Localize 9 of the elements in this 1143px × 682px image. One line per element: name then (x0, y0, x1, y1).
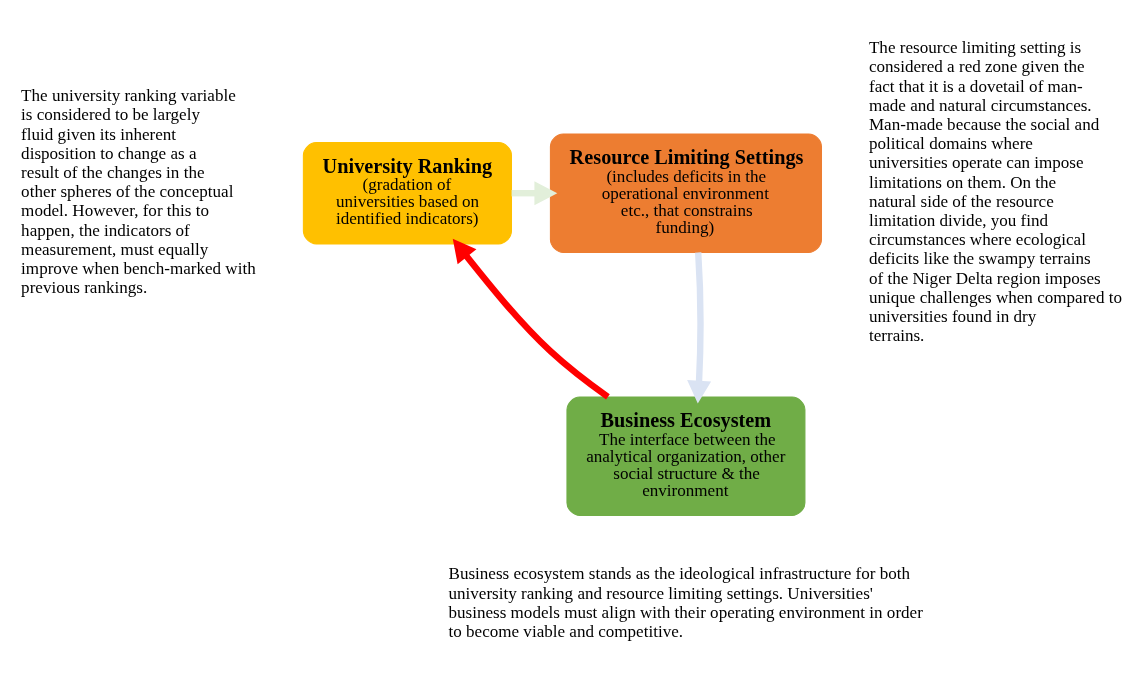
node-box: Business Ecosystem The interface between the analytical organization, other social structure & the environment (566, 396, 806, 516)
node-box: University Ranking (gradation of universities based on identified indicators) (302, 141, 512, 245)
node-label: The university ranking variable is considered to be largely fluid given its inherent disposition to change as a result of the changes in the other spheres of the conceptual model. However, for this to happen, the indicators of measurement, must equally improve when bench-marked with previous rankings. (21, 86, 256, 298)
arrow (511, 181, 558, 206)
node-box: Resource Limiting Settings (includes deficits in the operational environment etc., that constrains funding) (549, 133, 822, 253)
arrow (687, 252, 712, 404)
arrow (452, 238, 610, 400)
node-label: The resource limiting setting is considered a red zone given the fact that it is a dovetail of man-made and natural circumstances. Man-made because the social and political domains where universities operate can impose limitations on them. On the natural side of the resource limitation divide, you find circumstances where ecological deficits like the swampy terrains of the Niger Delta region imposes unique challenges when compared to universities found in dry terrains. (868, 38, 1122, 346)
node-label: Business ecosystem stands as the ideological infrastructure for both university ranking and resource limiting settings. Universities' business models must align with their operating environment in order to become viable and competitive. (448, 564, 923, 641)
